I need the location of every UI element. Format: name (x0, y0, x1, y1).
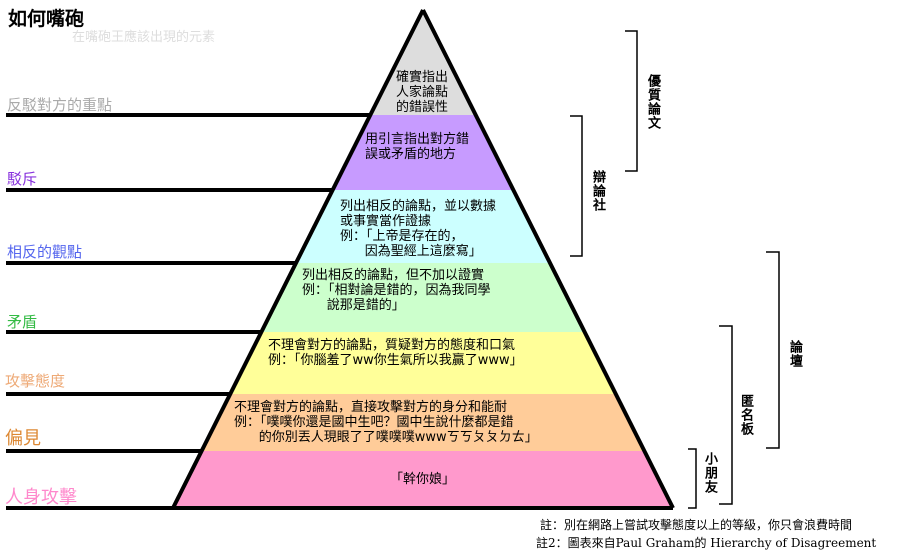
level-text-counterargument: 列出相反的論點，並以數據 或事實當作證據 例：「上帝是存在的， 因為聖經上這麼寫… (340, 199, 497, 259)
pyramid-edge-left (171, 9, 425, 509)
level-text-refutation: 用引言指出對方錯 誤或矛盾的地方 (365, 132, 470, 162)
bracket-forum (766, 251, 780, 449)
level-label-name-calling: 人身攻擊 (5, 487, 77, 508)
pyramid-tier-counterargument (295, 190, 551, 263)
level-text-contradiction: 列出相反的論點，但不加以證實 例：「相對論是錯的，因為我同學 說那是錯的」 (302, 268, 491, 313)
footnote-2: 註2：圖表來自Paul Graham的 Hierarchy of Disagre… (536, 536, 877, 550)
page-title: 如何嘴砲 (8, 8, 85, 30)
level-text-refute-central-point: 確實指出 人家論點 的錯誤性 (396, 70, 449, 115)
bracket-label-kids: 小朋友 (702, 452, 717, 494)
page-subtitle: 在嘴砲王應該出現的元素 (72, 30, 216, 45)
level-text-responding-to-tone: 不理會對方的論點，質疑對方的態度和口氣 例：「你腦羞了ww你生氣所以我贏了www… (268, 338, 523, 368)
pyramid-tier-refutation (332, 115, 514, 190)
bracket-label-anon-board: 匿名板 (738, 394, 753, 436)
pyramid-tier-contradiction (261, 263, 585, 332)
pyramid-tier-responding-to-tone (230, 332, 616, 394)
level-label-contradiction: 矛盾 (7, 313, 38, 331)
bracket-kids (688, 448, 697, 509)
pyramid-tier-ad-hominem (201, 394, 645, 451)
level-text-name-calling: 「幹你娘」 (390, 472, 456, 487)
level-label-responding-to-tone: 攻擊態度 (5, 372, 66, 390)
bracket-anon-board (719, 325, 733, 505)
level-label-counterargument: 相反的觀點 (7, 243, 83, 261)
level-text-ad-hominem: 不理會對方的論點，直接攻擊對方的身分和能耐 例：「噗噗你還是國中生吧？國中生說什… (234, 400, 538, 445)
bracket-label-debate-club: 辯論社 (590, 170, 605, 212)
level-label-ad-hominem: 偏見 (5, 428, 41, 449)
bracket-quality-paper (625, 30, 638, 172)
bracket-debate-club (570, 115, 583, 257)
footnote-1: 註：別在網路上嘗試攻擊態度以上的等級，你只會浪費時間 (540, 518, 853, 532)
pyramid-tier-name-calling (173, 451, 673, 508)
level-label-refutation: 駁斥 (7, 170, 38, 188)
bracket-label-quality-paper: 優質論文 (645, 74, 660, 130)
pyramid-tier-refute-central-point (370, 10, 476, 115)
bracket-label-forum: 論壇 (787, 340, 802, 368)
pyramid-edge-right (421, 9, 675, 509)
level-label-refute-central-point: 反駁對方的重點 (7, 96, 113, 114)
